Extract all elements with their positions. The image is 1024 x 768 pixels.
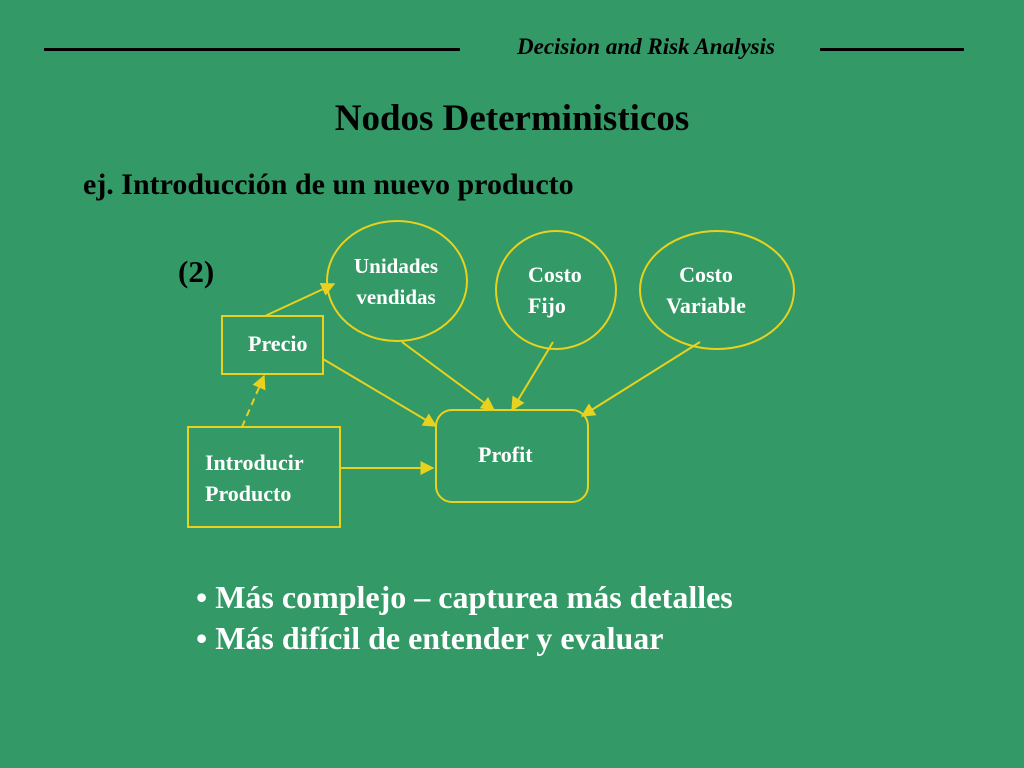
arrow-unidades-to-profit xyxy=(401,341,496,411)
header-rule-left xyxy=(44,48,460,51)
unidades-line1: Unidades xyxy=(353,254,439,278)
diagram-number-label: (2) xyxy=(178,254,215,289)
node-introducir-producto xyxy=(187,426,341,528)
unidades-vendidas-label: Unidades vendidas xyxy=(337,251,455,313)
header-rule-right xyxy=(820,48,964,51)
arrow-costo-variable-to-profit xyxy=(580,341,701,417)
bullet-item: • Más complejo – capturea más detalles xyxy=(196,579,733,615)
bullet-list: • Más complejo – capturea más detalles •… xyxy=(196,577,733,659)
node-costo-variable xyxy=(639,230,795,350)
precio-label: Precio xyxy=(248,331,308,356)
subtitle: ej. Introducción de un nuevo producto xyxy=(83,168,574,201)
arrow-introducir-to-precio-dashed xyxy=(241,374,266,428)
costo-fijo-label: Costo Fijo xyxy=(528,259,582,321)
arrow-precio-to-profit xyxy=(322,358,438,427)
introducir-line1: Introducir xyxy=(205,450,304,475)
node-costo-fijo xyxy=(495,230,617,350)
node-precio xyxy=(221,315,324,375)
node-unidades-vendidas xyxy=(326,220,468,342)
bullet-item: • Más difícil de entender y evaluar xyxy=(196,620,664,656)
page-title: Nodos Deterministicos xyxy=(334,98,690,139)
introducir-line2: Producto xyxy=(205,481,292,506)
costo-fijo-line2: Fijo xyxy=(528,293,566,318)
arrow-costo-fijo-to-profit xyxy=(511,341,554,412)
introducir-producto-label: Introducir Producto xyxy=(205,447,304,509)
arrow-precio-to-unidades xyxy=(264,282,336,317)
costo-variable-line1: Costo xyxy=(679,262,733,287)
costo-variable-line2: Variable xyxy=(666,293,746,318)
profit-label: Profit xyxy=(478,442,533,467)
costo-fijo-line1: Costo xyxy=(528,262,582,287)
costo-variable-label: Costo Variable xyxy=(655,259,757,321)
unidades-line2: vendidas xyxy=(356,285,436,309)
header-title: Decision and Risk Analysis xyxy=(517,34,775,59)
